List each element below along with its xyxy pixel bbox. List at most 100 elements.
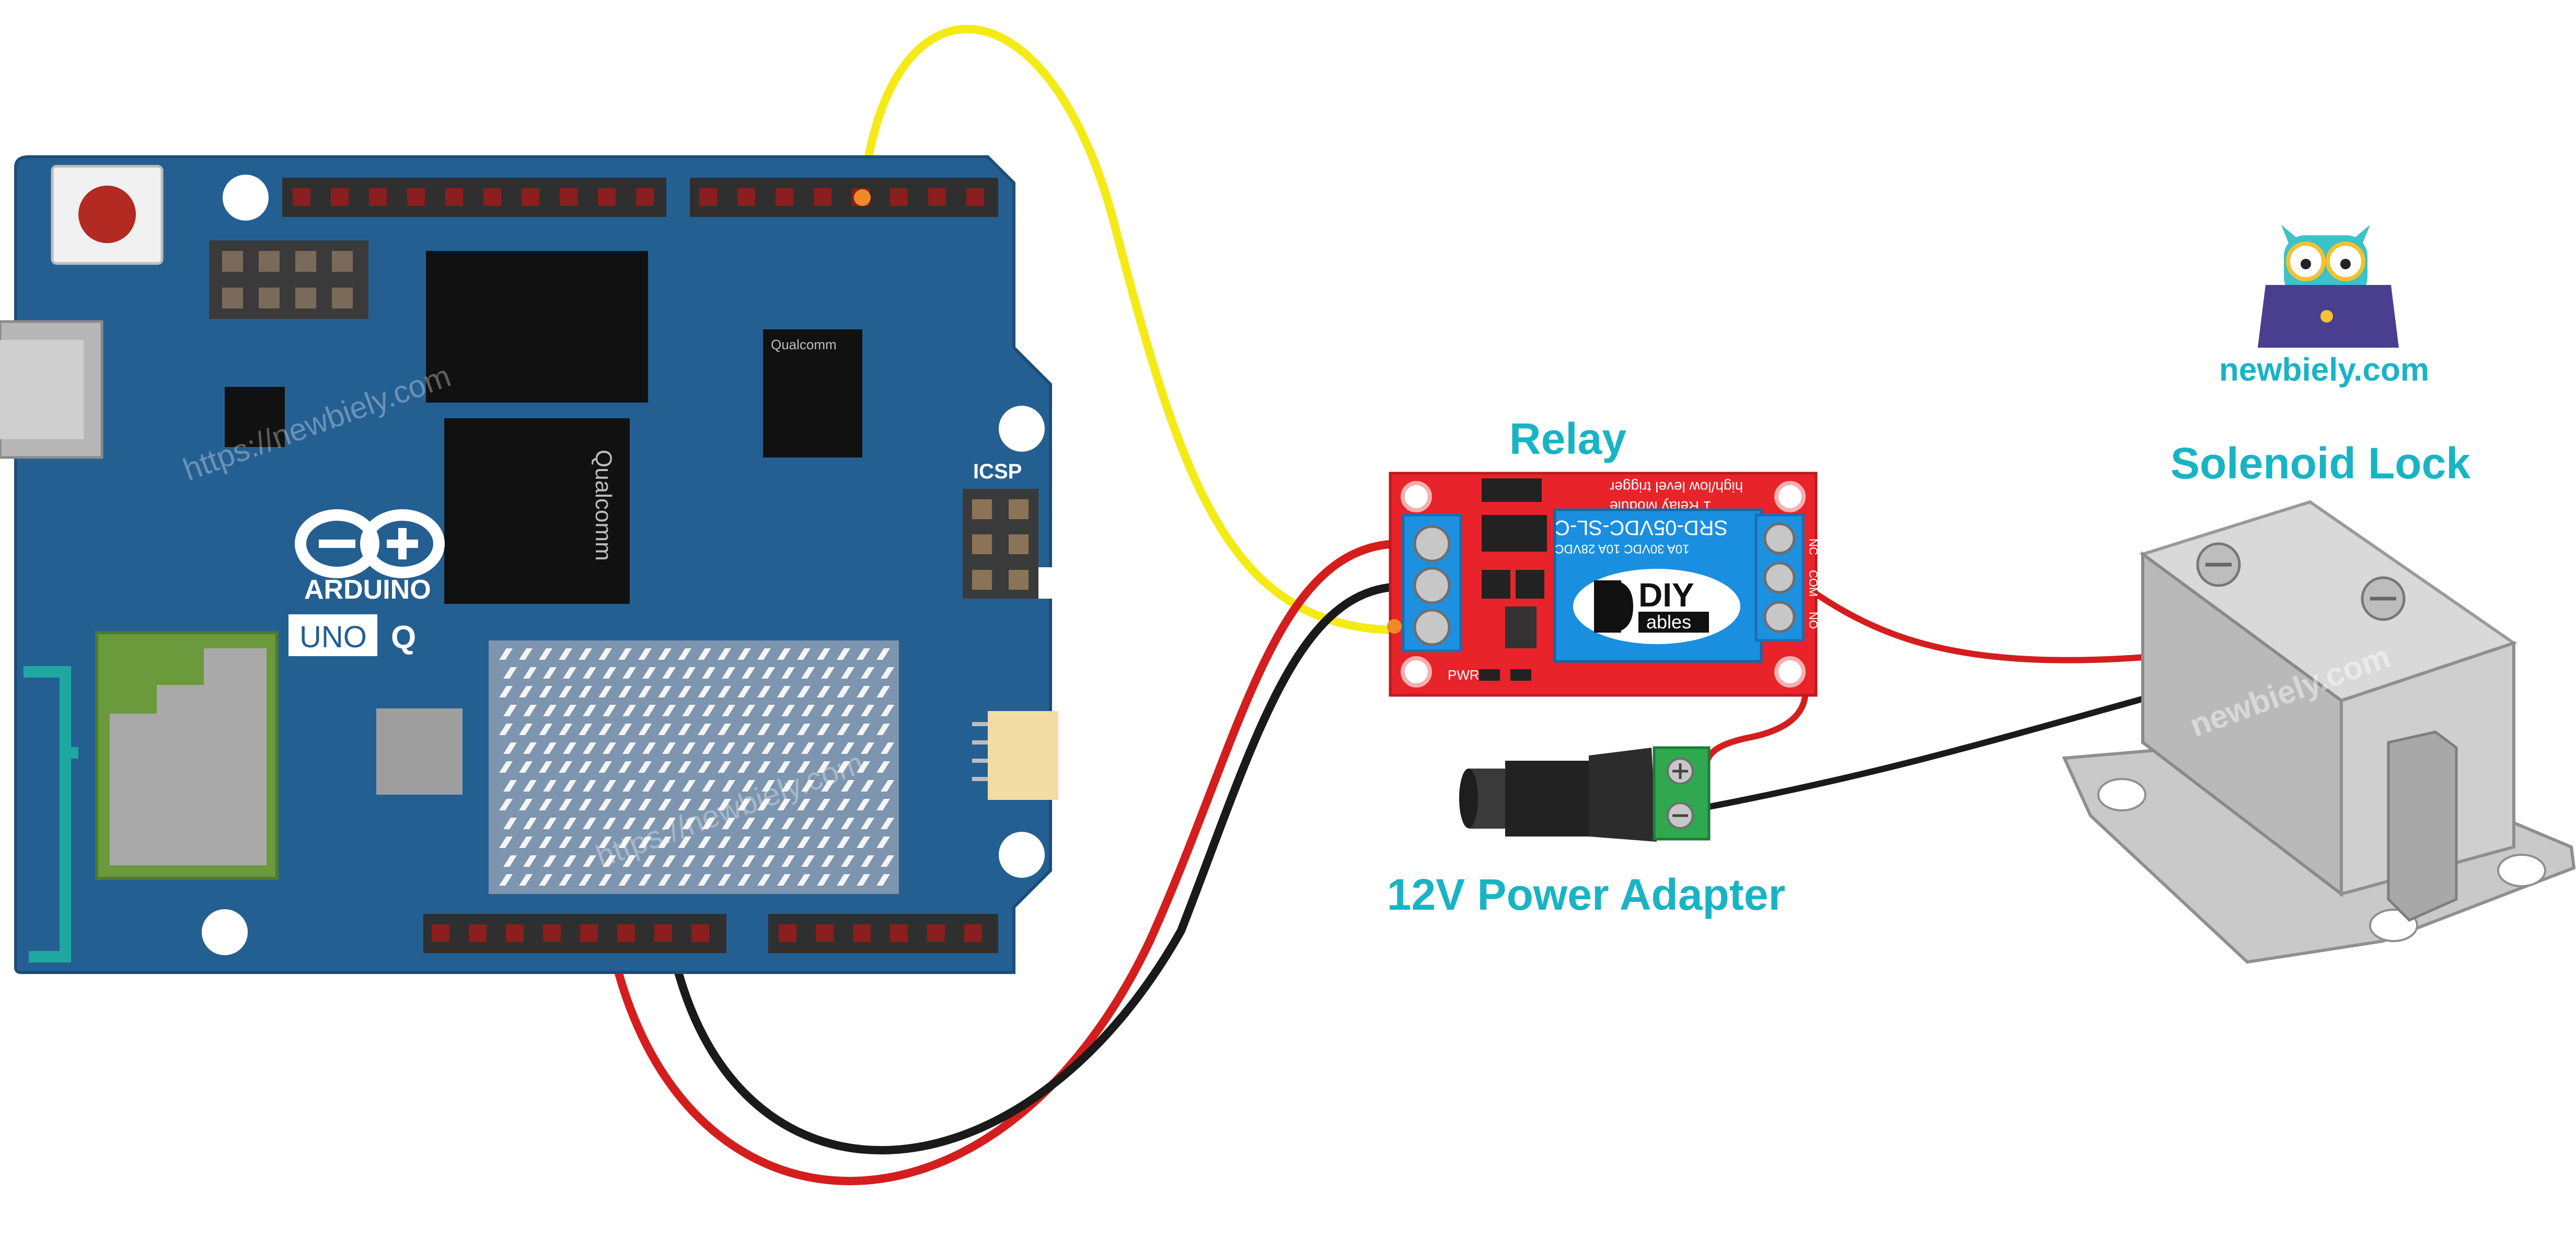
heatsink-slot: [678, 837, 691, 848]
heatsink-slot: [678, 724, 691, 735]
heatsink-slot: [702, 667, 715, 679]
heatsink-slot: [678, 648, 691, 660]
heatsink-slot: [698, 686, 711, 697]
heatsink-slot: [881, 742, 894, 754]
heatsink-slot: [603, 780, 616, 792]
heatsink-slot: [876, 799, 890, 810]
icsp-header: ICSP: [963, 460, 1054, 599]
heatsink-slot: [662, 742, 676, 754]
heatsink-slot: [881, 667, 894, 679]
heatsink-slot: [861, 780, 874, 792]
heatsink-slot: [817, 761, 830, 773]
heatsink-slot: [861, 742, 874, 754]
header-pin: [617, 924, 635, 942]
heatsink-slot: [583, 742, 596, 754]
heatsink-slot: [638, 724, 652, 735]
heatsink-slot: [682, 780, 696, 792]
heatsink-slot: [638, 686, 652, 697]
header-pin: [853, 924, 871, 942]
bottom-header-right: [768, 914, 998, 953]
heatsink-slot: [702, 818, 715, 829]
heatsink-slot: [837, 648, 850, 660]
heatsink-slot: [777, 724, 791, 735]
qualcomm-chip-small-label: Qualcomm: [771, 337, 837, 352]
header-pin: [776, 188, 793, 206]
heatsink-slot: [583, 855, 596, 867]
heatsink-slot: [603, 818, 616, 829]
header-pin: [483, 188, 501, 206]
heatsink-slot: [519, 724, 533, 735]
model-uno: UNO: [299, 620, 367, 654]
header-pin: [890, 924, 908, 942]
heatsink-slot: [861, 705, 874, 716]
heatsink-slot: [817, 837, 830, 848]
heatsink-slot: [539, 799, 552, 810]
heatsink-slot: [737, 761, 751, 773]
heatsink-slot: [718, 648, 731, 660]
heatsink-slot: [662, 705, 676, 716]
heatsink-slot: [598, 799, 612, 810]
heatsink-slot: [682, 742, 696, 754]
heatsink-slot: [742, 780, 755, 792]
header-pin: [737, 188, 755, 206]
heatsink-slot: [757, 724, 771, 735]
heatsink-slot: [702, 705, 715, 716]
heatsink-slot: [559, 724, 572, 735]
heatsink-slot: [523, 780, 537, 792]
heatsink-slot: [662, 667, 676, 679]
heatsink-slot: [579, 874, 592, 886]
top-header-right: [690, 178, 998, 217]
heatsink-slot: [539, 761, 552, 773]
heatsink-slot: [797, 799, 811, 810]
heatsink-slot: [761, 742, 775, 754]
heatsink-slot: [698, 799, 711, 810]
heatsink-slot: [876, 686, 890, 697]
heatsink-slot: [539, 724, 552, 735]
heatsink-slot: [559, 799, 572, 810]
heatsink-slot: [837, 724, 850, 735]
heatsink-slot: [857, 874, 870, 886]
heatsink-slot: [698, 874, 711, 886]
heatsink-slot: [821, 742, 835, 754]
heatsink-slot: [559, 874, 572, 886]
relay-in-pin: [1387, 619, 1402, 634]
heatsink-slot: [781, 742, 795, 754]
heatsink-slot: [757, 648, 771, 660]
heatsink-slot: [761, 780, 775, 792]
heatsink-slot: [519, 686, 533, 697]
header-pin: [522, 188, 539, 206]
signal-pin-connection: [854, 189, 871, 206]
heatsink-slot: [718, 837, 731, 848]
black-solenoid-wire: [1701, 687, 2177, 811]
heatsink-slot: [722, 742, 735, 754]
heatsink-slot: [642, 667, 656, 679]
main-chip: [426, 251, 648, 403]
qualcomm-chip-large: Qualcomm: [444, 418, 630, 604]
red-vcc-wire: [605, 540, 1405, 1185]
debug-header: [209, 240, 368, 319]
heatsink-slot: [837, 799, 850, 810]
heatsink-slot: [821, 667, 835, 679]
trigger-jumper: [1482, 478, 1542, 502]
header-pin: [816, 924, 834, 942]
heatsink-slot: [523, 855, 537, 867]
heatsink-slot: [742, 705, 755, 716]
heatsink-slot: [503, 818, 517, 829]
solenoid-lock-label: Solenoid Lock: [2170, 439, 2470, 488]
heatsink-slot: [821, 780, 835, 792]
heatsink-slot: [801, 667, 815, 679]
heatsink-slot: [718, 874, 731, 886]
heatsink-slot: [857, 799, 870, 810]
heatsink-slot: [543, 818, 557, 829]
solenoid-lock: newbiely.com: [2062, 500, 2576, 964]
heatsink-slot: [579, 648, 592, 660]
heatsink-slot: [797, 724, 811, 735]
heatsink-slot: [761, 705, 775, 716]
heatsink-slot: [559, 686, 572, 697]
heatsink-slot: [559, 761, 572, 773]
heatsink-slot: [801, 855, 815, 867]
heatsink-slot: [881, 705, 894, 716]
heatsink-slot: [503, 780, 517, 792]
header-pin: [927, 924, 945, 942]
heatsink-slot: [742, 855, 755, 867]
